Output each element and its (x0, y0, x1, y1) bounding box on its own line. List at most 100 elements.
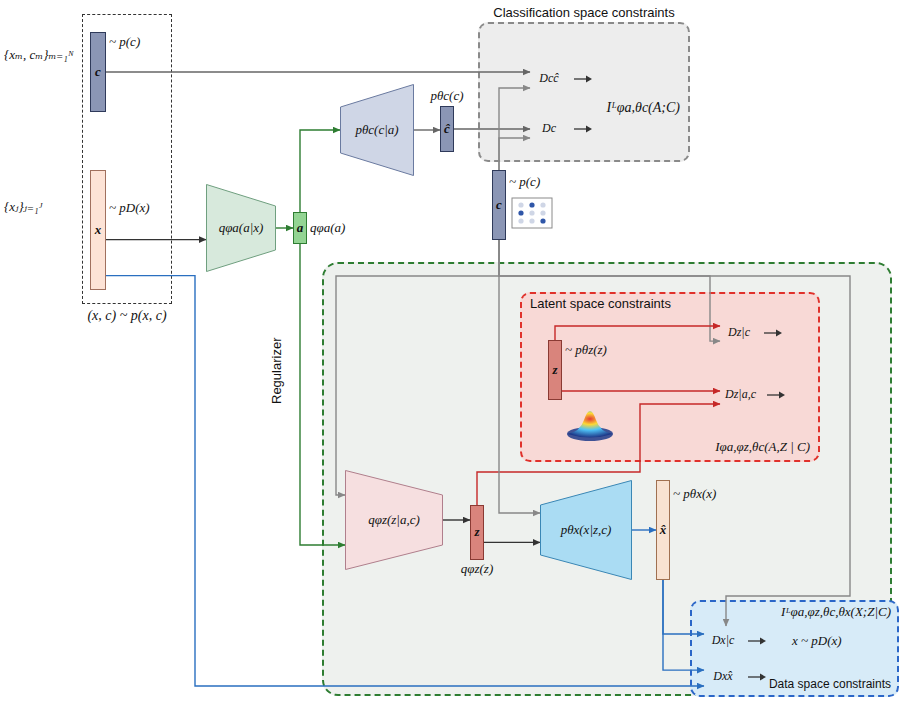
connector (663, 580, 704, 634)
discriminator-box: Dz|a,c (720, 380, 767, 410)
discriminator-box: Dz|c (720, 318, 764, 348)
vector-box: zqφz(z) (470, 505, 484, 560)
gaussian-bump (567, 411, 613, 438)
region-box: Classification space constraintsIᴸφa,θc(… (478, 22, 690, 162)
network-box: pθc(c|a) (340, 84, 414, 176)
vector-box: aqφa(a) (293, 212, 307, 244)
output-arrowhead (586, 126, 592, 133)
distribution-label: qφa(a) (310, 221, 345, 236)
vector-symbol: z (474, 525, 479, 540)
connector (484, 542, 540, 543)
gaussian-base (567, 427, 613, 441)
network-label: qφa(a|x) (219, 221, 264, 236)
region-box: RegularizerLatent space constraintsIφa,φ… (322, 262, 892, 696)
vector-symbol: x (95, 223, 102, 238)
connector (499, 88, 530, 170)
connector (499, 240, 720, 341)
connector (632, 529, 656, 530)
output-arrowhead (760, 674, 766, 681)
region-box: Latent space constraintsIφa,φz,θc(A,Z | … (520, 292, 820, 462)
connector (106, 276, 704, 686)
one-hot-icon (512, 198, 552, 228)
icon-dot (529, 202, 534, 207)
region-formula: Iᴸφa,φz,θc,θx(X;Z|C) (781, 605, 891, 620)
icon-dot (518, 218, 523, 223)
discriminator-label: Dz|a,c (725, 388, 756, 402)
vector-box: c~ p(c) (90, 32, 106, 112)
connector (300, 244, 345, 545)
discriminator-box: Dcĉ (530, 64, 574, 94)
discriminator-label: Dcĉ (539, 72, 558, 86)
network-box: qφz(z|a,c) (345, 470, 443, 570)
network-shape (346, 471, 443, 570)
notation-label: x ~ pD(x) (792, 634, 842, 649)
region-box: Iᴸφa,φz,θc,θx(X;Z|C) Data space constrain… (690, 600, 899, 697)
connector (106, 71, 530, 72)
region-formula: Data space constraints (769, 678, 891, 692)
connector (663, 580, 704, 670)
connector (336, 240, 499, 495)
connector (454, 128, 530, 129)
region-heading: Latent space constraints (530, 297, 671, 312)
distribution-label: pθc(c) (430, 89, 463, 104)
network-label: qφz(z|a,c) (368, 513, 420, 528)
icon-dot (540, 210, 545, 215)
output-arrowhead (776, 330, 782, 337)
vector-box: c~ p(c) (492, 170, 506, 240)
notation-label: {xⱼ}ⱼ₌₁ᴶ (4, 200, 43, 215)
output-arrowhead (760, 638, 766, 645)
distribution-label: ~ p(c) (109, 35, 140, 50)
discriminator-label: Dz|c (728, 326, 750, 340)
gaussian-icon (567, 411, 613, 441)
network-shape (207, 185, 276, 272)
discriminator-box: Dx|c (704, 626, 748, 656)
region-formula: (x, c) ~ p(x, c) (87, 308, 166, 324)
vector-symbol: x̂ (660, 523, 667, 538)
notation-label: {xₘ, cₘ}ₘ₌₁ᴺ (4, 48, 74, 63)
output-stub (574, 78, 587, 79)
connector (106, 239, 206, 240)
discriminator-label: Dxx̂ (713, 670, 732, 684)
output-stub (574, 128, 587, 129)
vector-box: z~ pθz(z) (548, 340, 562, 400)
connector (443, 519, 470, 520)
distribution-label: ~ pD(x) (109, 201, 150, 216)
icon-dot (540, 202, 545, 207)
region-formula: Iᴸφa,θc(A;C) (607, 100, 680, 116)
connector (499, 240, 850, 626)
output-arrowhead (779, 392, 785, 399)
distribution-label: qφz(z) (461, 562, 493, 577)
icon-dot (518, 202, 523, 207)
vector-symbol: c (496, 198, 502, 213)
distribution-label: ~ pθz(z) (565, 343, 607, 358)
connector (276, 227, 293, 228)
network-label: pθc(c|a) (355, 123, 398, 138)
output-stub (748, 640, 761, 641)
output-arrowhead (586, 76, 592, 83)
output-stub (764, 332, 777, 333)
region-formula: Iφa,φz,θc(A,Z | C) (715, 440, 810, 455)
vector-box: x~ pD(x) (90, 170, 106, 290)
distribution-label: ~ pθx(x) (673, 487, 716, 502)
network-label: pθx(x|z,c) (561, 523, 612, 538)
network-box: pθx(x|z,c) (540, 480, 632, 580)
output-stub (748, 676, 761, 677)
network-shape (541, 481, 632, 580)
connector (499, 138, 530, 170)
discriminator-label: Dc (542, 122, 556, 136)
connector (562, 390, 720, 391)
discriminator-label: Dx|c (712, 634, 735, 648)
vector-box: ĉpθc(c) (440, 106, 454, 152)
connector (300, 130, 340, 212)
discriminator-box: Dc (530, 114, 574, 144)
network-box: qφa(a|x) (206, 184, 276, 272)
icon-dot (529, 218, 534, 223)
region-heading: Regularizer (270, 338, 285, 404)
connector (414, 129, 440, 130)
icon-frame (512, 198, 552, 228)
discriminator-box: Dxx̂ (704, 662, 748, 692)
vector-box: x̂~ pθx(x) (656, 480, 670, 580)
region-box: (x, c) ~ p(x, c)c~ p(c)x~ pD(x) (82, 14, 172, 304)
vector-symbol: ĉ (444, 122, 450, 137)
